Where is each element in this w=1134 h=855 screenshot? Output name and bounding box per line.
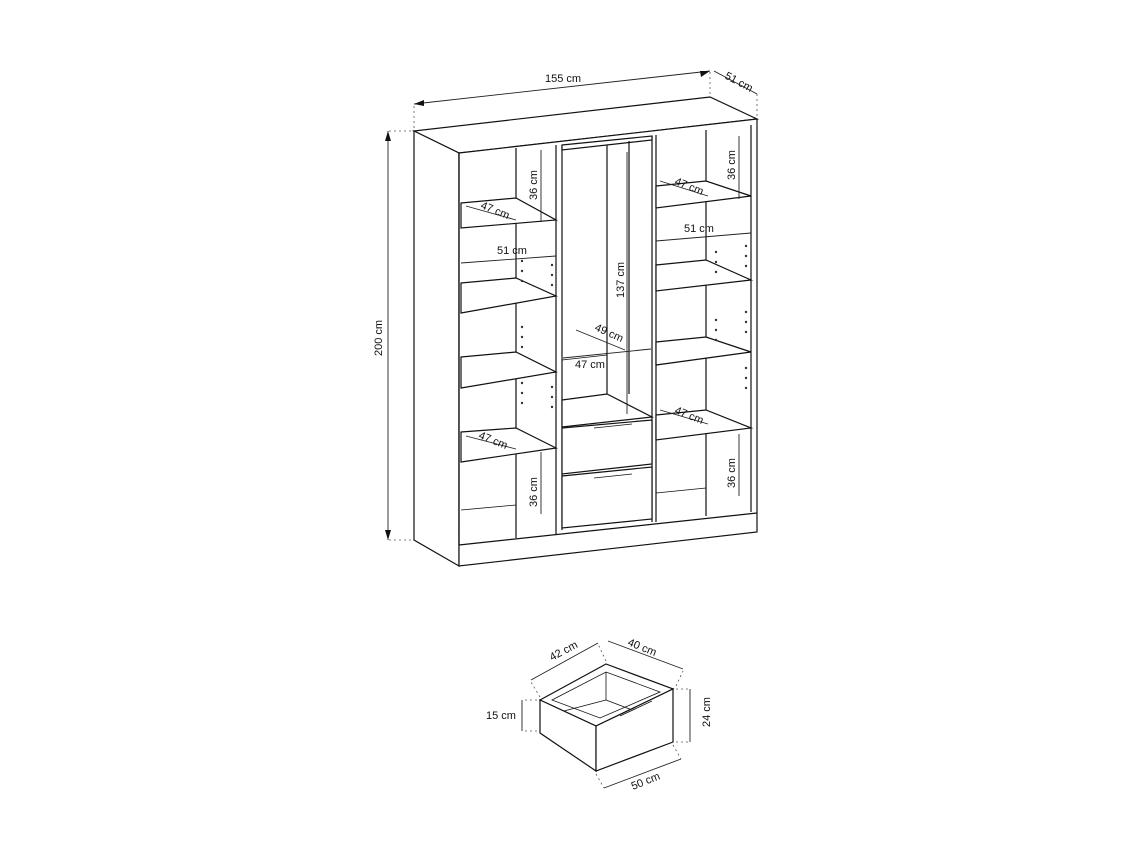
wardrobe-drawers (561, 419, 653, 529)
right-top-gap-label: 36 cm (726, 150, 738, 180)
hanging-width-label: 47 cm (575, 359, 605, 371)
right-bottom-gap-label: 36 cm (726, 458, 738, 488)
right-shelf-pin-holes (714, 244, 748, 390)
hanging-rail-top (561, 135, 653, 151)
width-label: 155 cm (545, 73, 581, 85)
drawer-front (595, 688, 674, 772)
wardrobe-plinth (458, 512, 758, 546)
drawer-drawing (538, 663, 675, 773)
wardrobe-drawing (411, 96, 760, 568)
drawer-inner-width-label: 40 cm (626, 637, 658, 659)
drawer-front-height-label: 24 cm (701, 697, 713, 727)
drawer-dimensions: 42 cm 40 cm 15 cm 24 cm 50 cm (486, 637, 713, 793)
drawer-front-width-label: 50 cm (630, 770, 662, 792)
left-top-gap-label: 36 cm (528, 170, 540, 200)
height-label: 200 cm (373, 320, 385, 356)
wardrobe-dimensions: 155 cm 51 cm 200 cm 36 cm 47 cm 51 cm 36… (373, 70, 758, 541)
hanging-height-label: 137 cm (615, 262, 627, 298)
left-bottom-gap-label: 36 cm (528, 477, 540, 507)
wardrobe-left-side (413, 130, 460, 568)
depth-label: 51 cm (723, 70, 755, 95)
left-shelf-pin-holes (520, 259, 554, 409)
left-shelves (460, 197, 559, 511)
left-width-label: 51 cm (497, 245, 527, 257)
drawer-inner-opening (551, 671, 662, 719)
right-width-label: 51 cm (684, 223, 714, 235)
drawer-inner-height-label: 15 cm (486, 710, 516, 722)
middle-bottom-shelf (561, 393, 655, 428)
drawer-depth-label: 42 cm (548, 639, 580, 664)
